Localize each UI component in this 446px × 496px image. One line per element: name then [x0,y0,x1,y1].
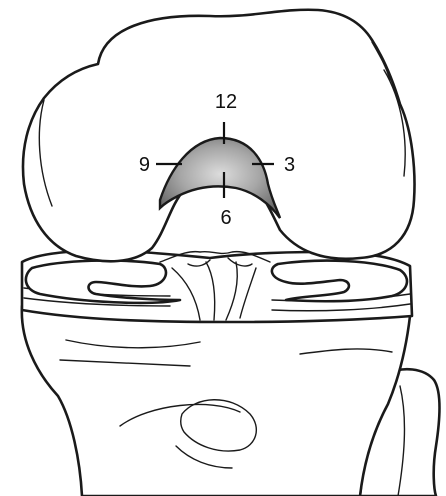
label-12: 12 [215,91,237,113]
label-9: 9 [139,154,150,176]
label-6: 6 [220,207,231,229]
label-3: 3 [284,154,295,176]
femur [23,10,415,262]
tibial-plateau [22,250,412,322]
tibia [22,306,410,496]
